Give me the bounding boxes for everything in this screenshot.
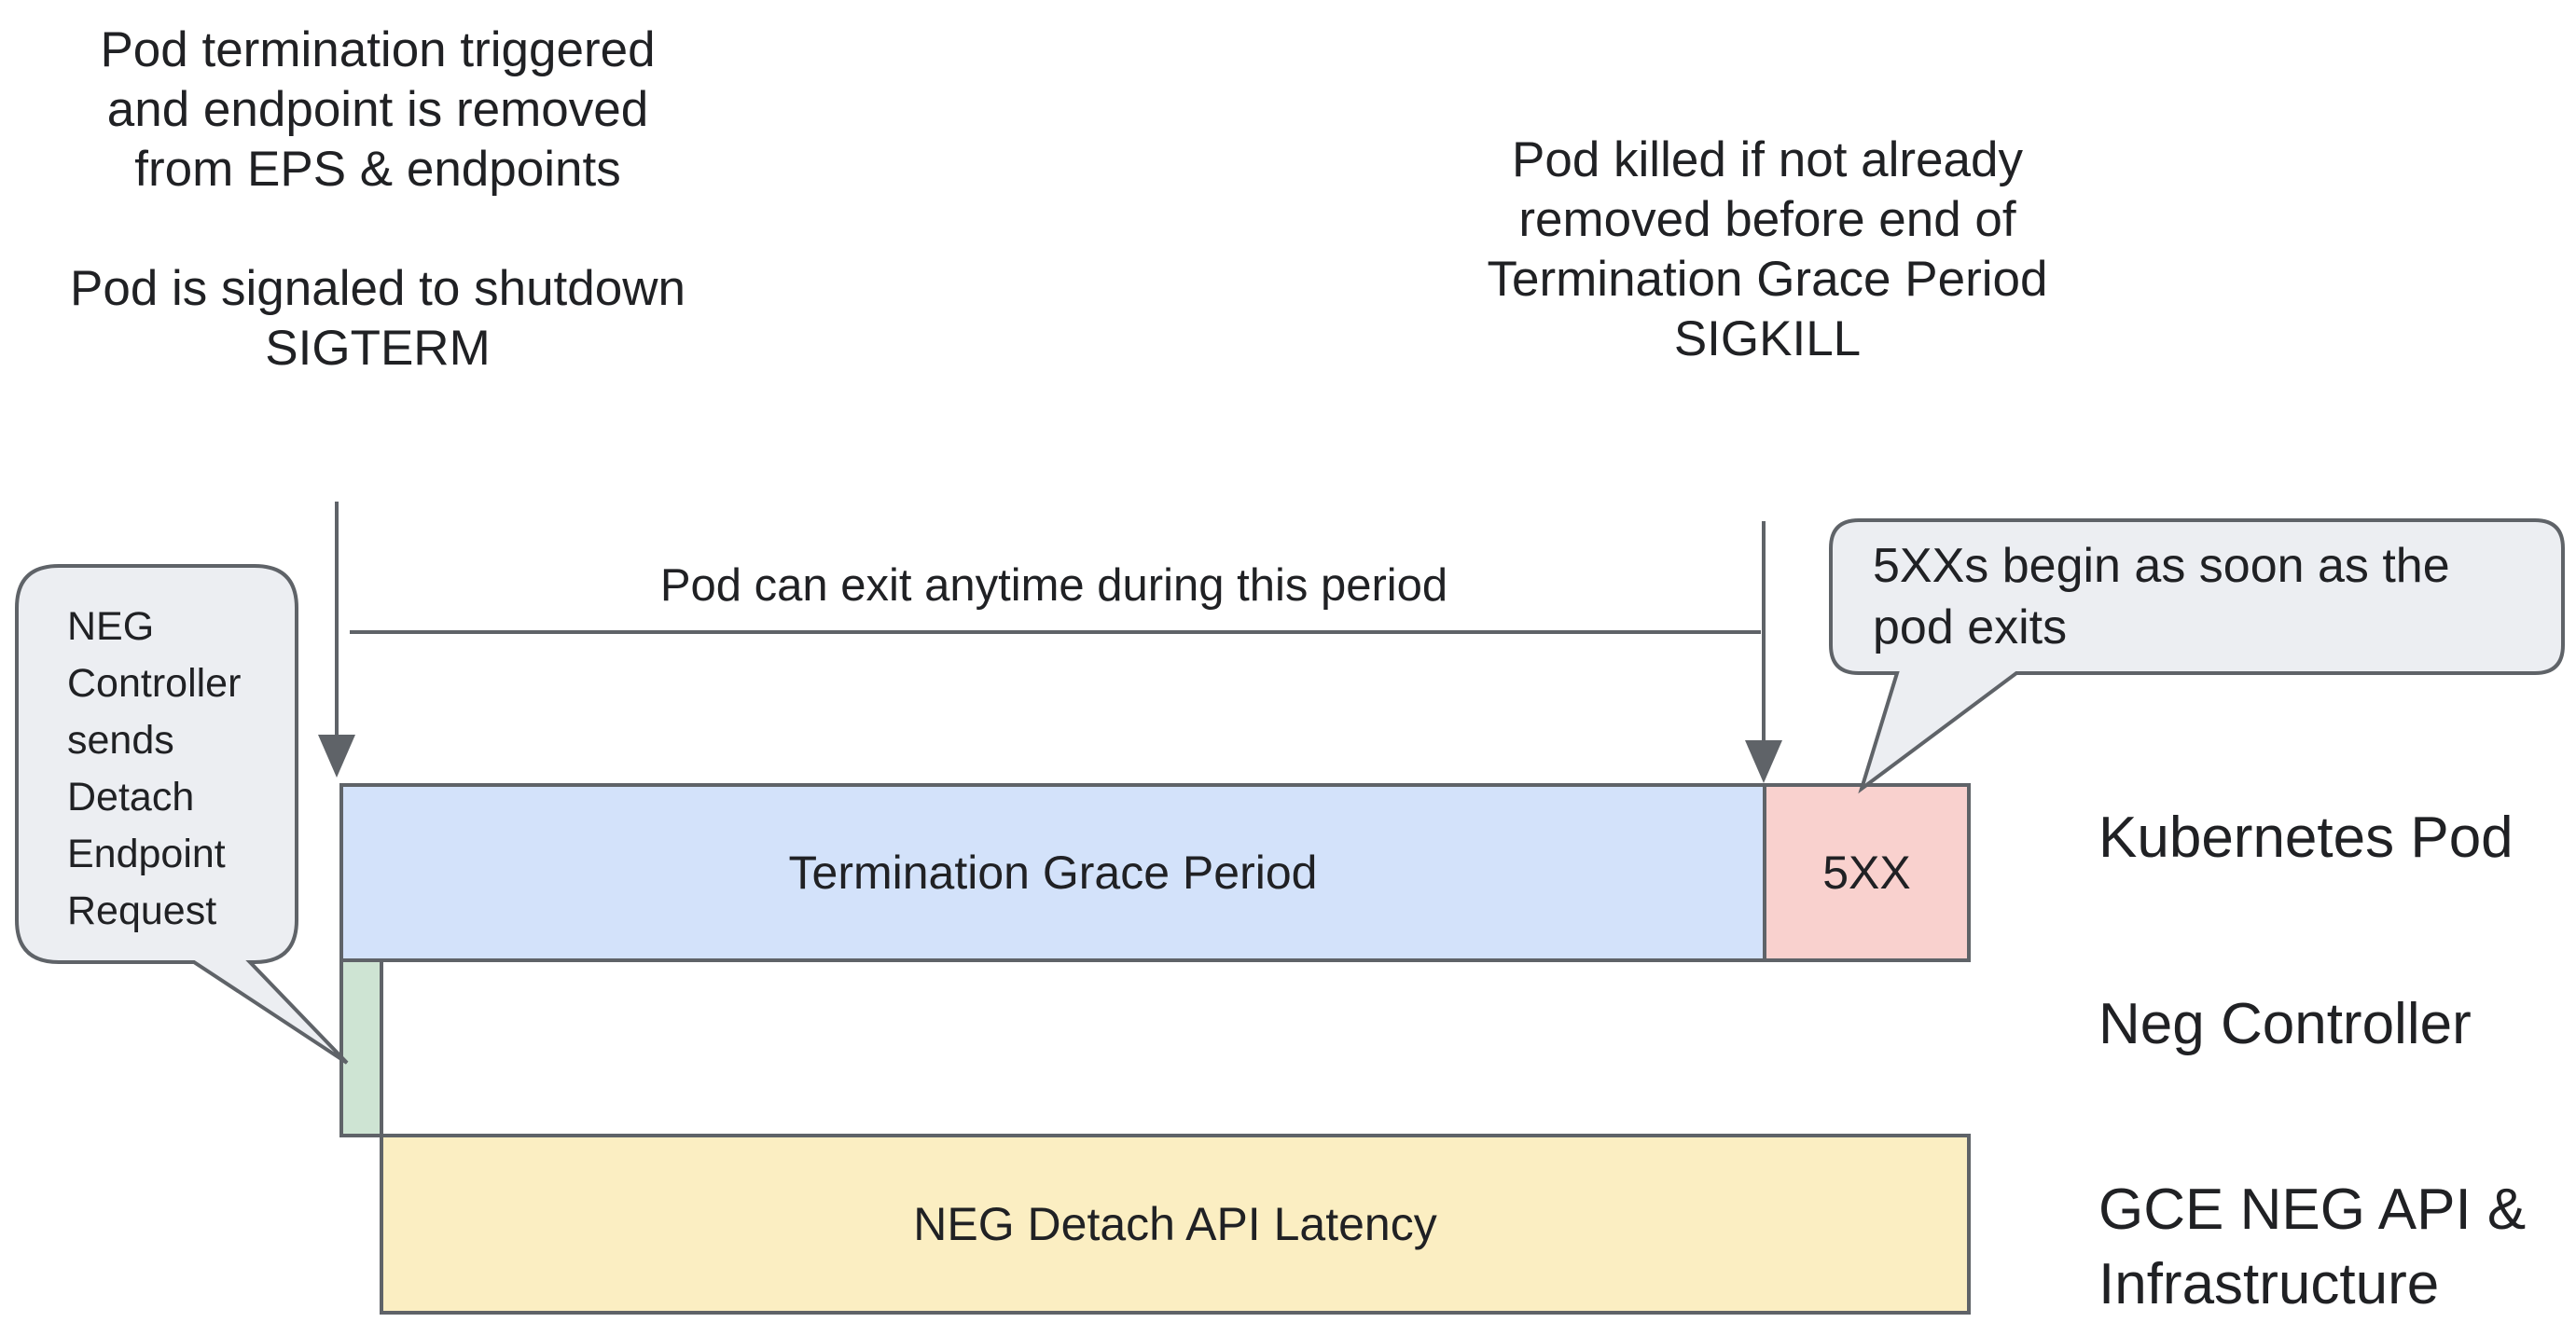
callout-5xx-text: 5XXs begin as soon as the pod exits <box>1873 539 2450 654</box>
period-span-label: Pod can exit anytime during this period <box>659 560 1448 611</box>
row-label-kubernetes-pod: Kubernetes Pod <box>2098 806 2514 870</box>
sigkill-arrowhead <box>1745 740 1782 783</box>
annotation-pod-killed: Pod killed if not already removed before… <box>1487 132 2048 366</box>
grace-period-bar <box>339 783 1766 962</box>
row-label-neg-controller: Neg Controller <box>2098 992 2472 1056</box>
right-callout-bubble <box>1829 518 2565 794</box>
latency-label: NEG Detach API Latency <box>913 1198 1437 1250</box>
sigterm-arrowhead <box>318 735 355 778</box>
error-5xx-bar <box>1763 783 1971 962</box>
left-callout-bubble <box>15 564 349 1065</box>
error-label: 5XX <box>1822 847 1911 899</box>
annotation-pod-termination: Pod termination triggered and endpoint i… <box>70 22 686 376</box>
latency-bar <box>380 1134 1971 1315</box>
grace-period-label: Termination Grace Period <box>788 847 1318 899</box>
detach-request-bar <box>339 958 383 1137</box>
callout-neg-controller-text: NEG Controller sends Detach Endpoint Req… <box>67 604 242 933</box>
row-label-gce-neg-api: GCE NEG API & Infrastructure <box>2098 1178 2527 1316</box>
